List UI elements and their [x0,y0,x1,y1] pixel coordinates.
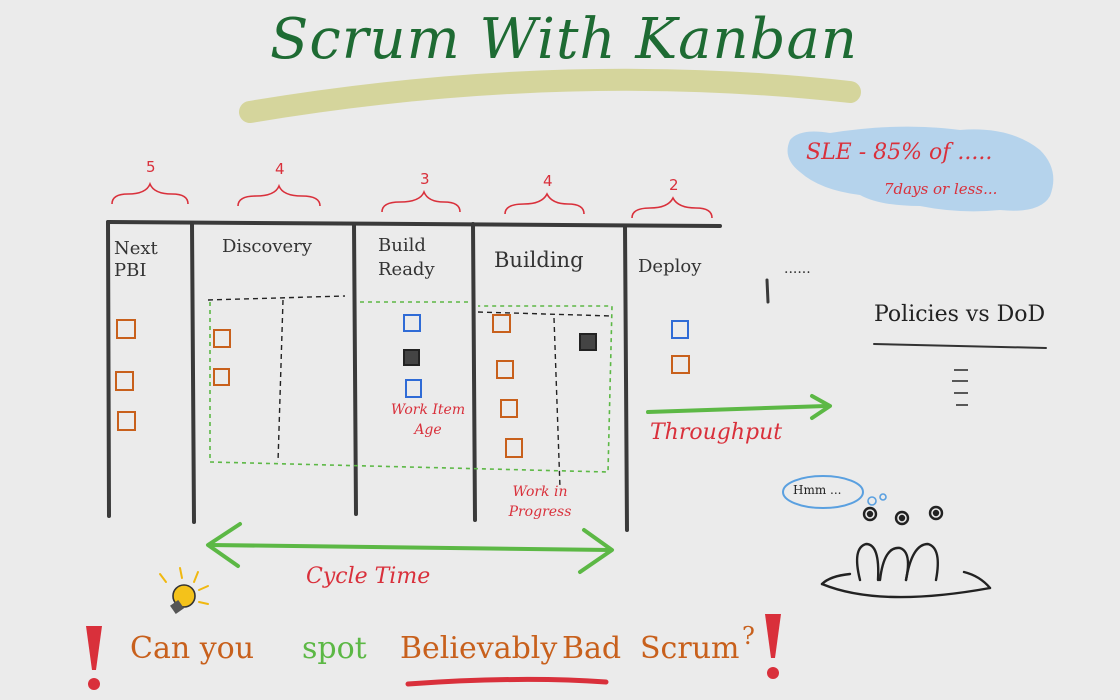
wip-limit-building: 4 [543,172,553,190]
cycle-time-arrowhead-right [578,528,614,574]
throughput-arrowhead [810,394,832,420]
wip-limit-build-ready: 3 [420,170,430,188]
wip-brace-4 [504,192,585,215]
wip-brace-2 [237,183,321,207]
throughput-arrow [646,404,828,414]
sle-cloud [787,126,1054,212]
card-orange [115,371,134,391]
thought-dot [879,493,887,501]
card-orange [117,411,136,431]
exclamation-icon-left [86,626,102,690]
column-header-building: Building [494,248,584,272]
card-orange [671,355,690,374]
column-header-build-ready: Build Ready [378,235,435,280]
sle-line-1: SLE - 85% of ..... [806,140,993,165]
next-column-ellipsis: ...... [784,261,811,277]
wip-limit-deploy: 2 [669,176,679,194]
column-divider-2 [190,222,196,524]
policies-vs-dod: Policies vs DoD [874,302,1046,327]
column-divider-3 [352,222,358,516]
bottom-scrum: Scrum [640,631,740,666]
wip-area-outline [209,301,613,473]
card-orange [492,314,511,333]
thought-dot [867,496,877,506]
thought-bubble [782,475,864,509]
card-blocked [579,333,597,351]
exclamation-icon-right [765,614,781,679]
column-header-next-pbi: Next PBI [114,238,158,281]
audience-figures [820,505,992,599]
card-orange [213,329,231,348]
work-item-age-label: Work Item Age [390,402,466,438]
policies-underline [873,343,1047,349]
bottom-question-mark: ? [742,622,755,650]
throughput-label: Throughput [650,420,783,445]
card-blue [671,320,689,339]
column-divider-5 [623,224,629,532]
board-top-bar [106,220,722,228]
column-divider-4 [471,222,477,522]
bottom-believably: Believably [400,631,558,666]
bottom-prefix: Can you [130,631,255,666]
building-dashed-split [553,317,561,489]
column-header-discovery: Discovery [222,236,312,257]
next-column-stub [765,278,770,304]
bottom-spot: spot [302,631,367,666]
cycle-time-arrow [208,543,612,552]
light-bulb-icon [159,567,209,614]
card-blocked [403,349,420,366]
column-divider-1 [106,220,111,518]
wip-brace-1 [111,181,189,205]
column-header-deploy: Deploy [638,256,702,277]
wip-brace-5 [631,196,713,219]
wip-brace-3 [381,189,461,213]
cycle-time-arrowhead-left [206,522,242,568]
building-dashed-top [477,311,613,317]
cycle-time-label: Cycle Time [306,564,431,589]
sle-line-2: 7days or less... [884,180,998,198]
card-orange [213,368,230,386]
title-highlight [239,68,861,123]
work-in-progress-label: Work in Progress [508,484,572,520]
page-title: Scrum With Kanban [270,7,858,72]
thought-text: Hmm ... [793,483,842,497]
wip-limit-next-pbi: 5 [146,158,156,176]
card-orange [505,438,523,458]
card-orange [500,399,518,418]
wip-limit-discovery: 4 [275,160,285,178]
card-orange [116,319,136,339]
bottom-bad: Bad [562,631,622,666]
bottom-underline [405,676,609,687]
discovery-dashed-split [277,299,284,463]
discovery-dashed-top [207,295,346,301]
card-blue [405,379,422,398]
card-orange [496,360,514,379]
card-blue [403,314,421,332]
